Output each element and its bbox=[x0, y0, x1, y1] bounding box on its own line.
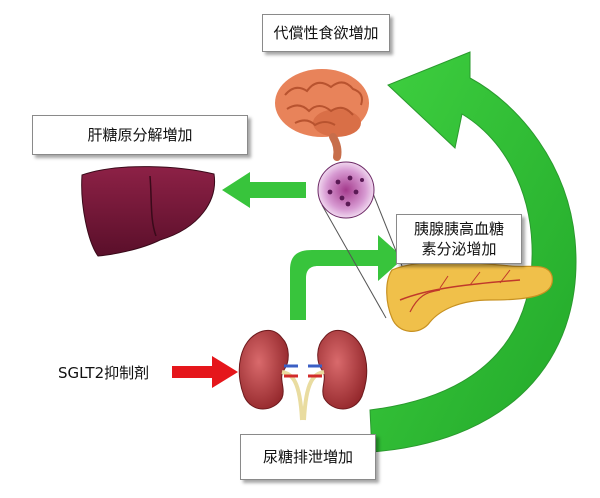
liver-label-box: 肝糖原分解増加 bbox=[32, 115, 248, 155]
appetite-label-box: 代償性食欲増加 bbox=[262, 14, 390, 52]
kidneys-icon bbox=[238, 329, 368, 421]
liver-icon bbox=[81, 166, 216, 257]
urine-label-box: 尿糖排泄増加 bbox=[240, 434, 376, 480]
pancreas-icon bbox=[386, 261, 553, 332]
islet-cell-icon bbox=[317, 161, 375, 219]
glucagon-label-line2: 素分泌增加 bbox=[421, 240, 497, 258]
appetite-label: 代償性食欲増加 bbox=[273, 23, 379, 42]
arrow-islet-to-liver bbox=[222, 172, 306, 208]
inhibitor-arrow bbox=[172, 356, 238, 388]
urine-label: 尿糖排泄増加 bbox=[262, 447, 353, 466]
glucagon-label-box: 胰腺胰高血糖 素分泌增加 bbox=[396, 214, 522, 264]
liver-label: 肝糖原分解増加 bbox=[87, 125, 193, 144]
arrow-kidney-to-pancreas bbox=[290, 235, 404, 320]
brain-icon bbox=[275, 69, 369, 161]
glucagon-label-line1: 胰腺胰高血糖 bbox=[413, 219, 504, 238]
feedback-arrow bbox=[369, 51, 577, 453]
inhibitor-label: SGLT2抑制剤 bbox=[58, 364, 150, 382]
